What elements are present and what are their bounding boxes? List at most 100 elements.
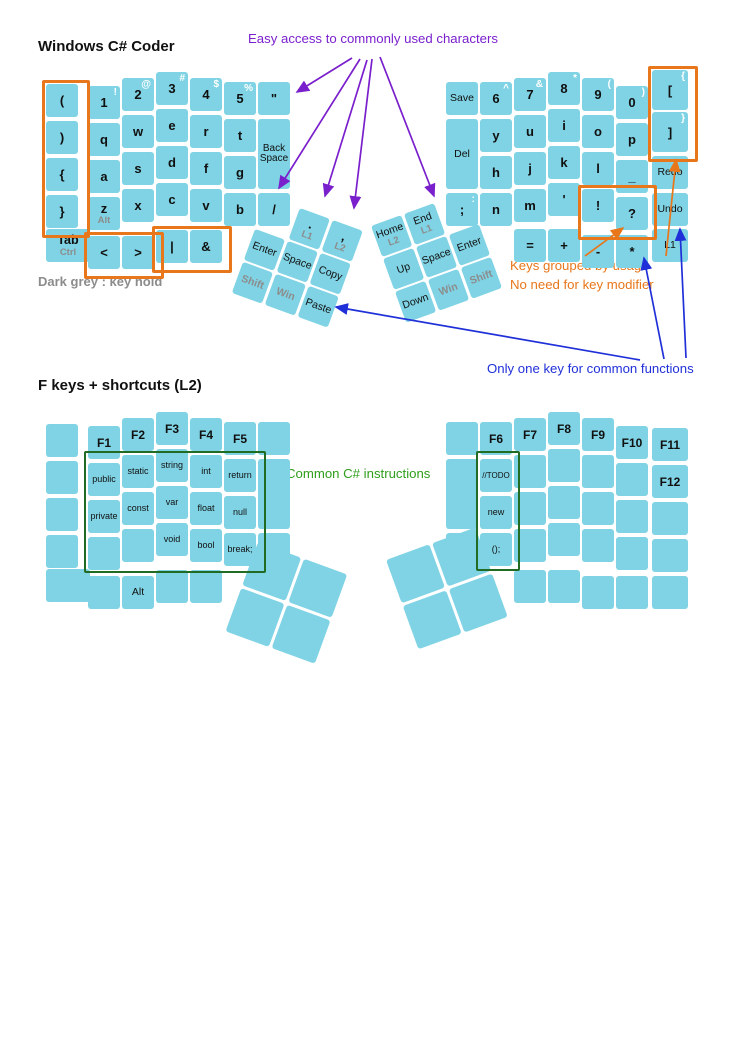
key-label: public [92, 474, 116, 484]
key-e: e [156, 109, 188, 142]
blank-key [582, 576, 614, 609]
key-less-than: < [88, 236, 120, 269]
key-8: 8* [548, 72, 580, 105]
key-w: w [122, 115, 154, 148]
key-l: l [582, 152, 614, 185]
key-label: Enter [455, 234, 484, 255]
key-label: 6 [492, 91, 500, 106]
key-float: float [190, 492, 222, 525]
key-label: | [170, 239, 174, 254]
key-slash: / [258, 193, 290, 226]
key-label: w [132, 124, 144, 139]
key-label: void [163, 534, 181, 544]
blank-key [190, 570, 222, 603]
key-save: Save [446, 82, 478, 115]
key-o: o [582, 115, 614, 148]
key-b: b [224, 193, 256, 226]
key-label: F6 [488, 431, 503, 446]
key-f9: F9 [582, 418, 614, 451]
blank-key [514, 570, 546, 603]
key-label: return [228, 470, 252, 480]
l2-layer-title: F keys + shortcuts (L2) [38, 377, 202, 394]
blank-key [616, 537, 648, 570]
key-d: d [156, 146, 188, 179]
pipe-ampersand-keys-highlight [152, 226, 232, 273]
key-label: > [134, 245, 142, 260]
key-label: x [134, 198, 142, 213]
key-open-bracket: [{ [652, 70, 688, 110]
key-label: p [628, 132, 636, 147]
key-label: _ [628, 169, 636, 184]
key-label: t [237, 128, 243, 143]
key-shifted-label: ) [641, 87, 645, 98]
key-t: t [224, 119, 256, 152]
key-label: var [165, 497, 179, 507]
blank-key [616, 463, 648, 496]
blank-key [156, 570, 188, 603]
key-4: 4$ [190, 78, 222, 111]
blank-key [446, 459, 478, 529]
blank-key [582, 529, 614, 562]
key-label: } [59, 204, 65, 219]
key-label: , [339, 228, 349, 244]
key-f2: F2 [122, 418, 154, 451]
key-c: c [156, 183, 188, 216]
csharp-keys-right-highlight [476, 451, 520, 571]
key-hold-label: L1 [419, 222, 434, 237]
key-label: Enter [250, 239, 279, 260]
blank-key [652, 539, 688, 572]
key-label: Shift [468, 268, 495, 288]
key-shifted-label: & [535, 79, 543, 90]
csharp-instructions-annotation: Common C# instructions [286, 466, 431, 481]
blank-key [548, 570, 580, 603]
key-label: bool [197, 540, 215, 550]
key-label: F12 [659, 474, 681, 489]
purple-arrow-to-period-key [322, 59, 368, 198]
key-f5: F5 [224, 422, 256, 455]
key-shifted-label: % [244, 83, 253, 94]
key-label: ] [667, 124, 673, 140]
key-label: Space [420, 245, 453, 268]
blank-key [46, 461, 78, 494]
key-label: null [232, 507, 247, 517]
key-label: Copy [316, 263, 344, 284]
blank-key [582, 455, 614, 488]
key-shifted-label: ^ [503, 83, 509, 94]
key-alt: Alt [122, 576, 154, 609]
key-label: 2 [134, 87, 142, 102]
key-n: n [480, 193, 512, 226]
key-double-quote: " [258, 82, 290, 115]
key-label: const [127, 503, 149, 513]
key-label: 9 [594, 87, 602, 102]
key-hold-label: L2 [332, 240, 347, 255]
key-label: F4 [198, 427, 213, 442]
blue-arrow-to-paste-key [334, 303, 641, 361]
key-label: 5 [236, 91, 244, 106]
key-f8: F8 [548, 412, 580, 445]
key-label: . [306, 216, 316, 232]
key-label: 7 [526, 87, 534, 102]
key-shifted-label: ( [607, 79, 611, 90]
key-s: s [122, 152, 154, 185]
blank-key [46, 535, 78, 568]
key-todo-comment: //TODO [480, 459, 512, 492]
purple-arrow-to-comma-key [349, 58, 373, 210]
purple-arrow-to-slash-key [278, 58, 361, 190]
csharp-keys-left-highlight [84, 451, 266, 573]
key-label: 1 [100, 95, 108, 110]
key-q: q [88, 123, 120, 156]
key-label: k [560, 155, 568, 170]
blank-key [446, 422, 478, 455]
key-semicolon: ;: [446, 193, 478, 226]
key-x: x [122, 189, 154, 222]
key-shifted-label: $ [213, 79, 219, 90]
key-label: Undo [657, 203, 683, 216]
key-greater-than: > [122, 236, 154, 269]
key-label: Shift [239, 272, 266, 293]
key-label: ? [628, 206, 636, 221]
key-shifted-label: @ [141, 79, 151, 90]
key-2: 2@ [122, 78, 154, 111]
blank-key [616, 500, 648, 533]
key-label: s [134, 161, 142, 176]
